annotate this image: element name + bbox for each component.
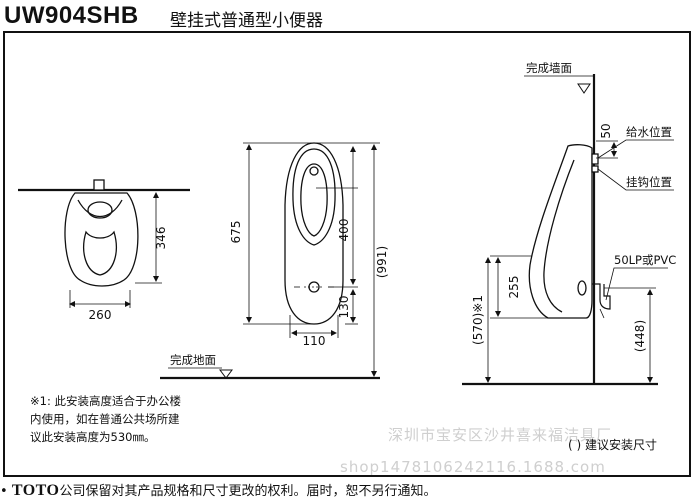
dim-110: 110 <box>303 334 326 348</box>
urinal-inner-bowl <box>300 163 328 237</box>
note-line: 议此安装高度为530㎜。 <box>30 430 156 444</box>
leader-water-supply <box>597 139 674 159</box>
model-number: UW904SHB <box>4 2 139 29</box>
brand-logo: TOTO <box>11 482 60 499</box>
bowl-inner <box>83 230 117 276</box>
dim-570: (570)※1 <box>471 295 485 345</box>
footer-bullet: • <box>0 484 8 499</box>
hook-bracket <box>591 165 599 173</box>
footer-disclaimer: • TOTO公司保留对其产品规格和尺寸更改的权利。届时，恕不另行通知。 <box>0 480 436 500</box>
dim-346: 346 <box>154 227 168 250</box>
dim-255: 255 <box>507 276 521 299</box>
urinal-body-outline <box>284 142 344 325</box>
watermark-shop-name: 深圳市宝安区沙井喜来福洁具厂 <box>388 426 613 444</box>
dim-448: (448) <box>633 320 647 352</box>
front-view <box>160 142 380 380</box>
side-view <box>462 74 674 386</box>
label-hook-position: 挂钩位置 <box>626 175 672 189</box>
drawing-frame <box>3 31 691 477</box>
note-line: ※1: 此安装高度适合于办公楼 <box>30 394 181 408</box>
spud-symbol <box>309 166 319 176</box>
dim-675: 675 <box>229 221 243 244</box>
drain-pipe <box>592 283 611 310</box>
note-line: 内使用，如在普通公共场所建 <box>30 412 180 426</box>
label-water-supply-position: 给水位置 <box>626 125 672 139</box>
label-finished-floor: 完成地面 <box>170 353 216 367</box>
supply-fitting <box>591 153 599 165</box>
urinal-side-profile <box>528 144 593 319</box>
drain-hole <box>87 201 113 219</box>
top-view <box>18 179 190 308</box>
bowl-outline <box>64 192 139 287</box>
dim-400: 400 <box>337 219 351 242</box>
wall-marker <box>577 83 591 94</box>
label-drain-option: 50LP或PVC <box>614 253 676 267</box>
side-drain-hole <box>577 280 587 296</box>
dim-260: 260 <box>89 308 112 322</box>
watermark-shop-url: shop1478106242116.1688.com <box>340 458 606 476</box>
floor-marker <box>219 369 233 379</box>
product-title: 壁挂式普通型小便器 <box>170 11 323 31</box>
installation-note: ※1: 此安装高度适合于办公楼 内使用，如在普通公共场所建 议此安装高度为530… <box>30 392 230 446</box>
dim-991: (991) <box>375 246 389 278</box>
dim-130: 130 <box>337 296 351 319</box>
spud-fitting <box>93 179 105 191</box>
dim-50: 50 <box>599 123 613 138</box>
legend-recommended-dimension: ( ) 建议安装尺寸 <box>568 438 657 452</box>
leader-hook <box>597 168 674 191</box>
footer-text: 公司保留对其产品规格和尺寸更改的权利。届时，恕不另行通知。 <box>59 484 437 499</box>
urinal-rim <box>292 148 336 246</box>
label-finished-wall: 完成墙面 <box>526 61 572 75</box>
leader-drain <box>605 267 668 301</box>
